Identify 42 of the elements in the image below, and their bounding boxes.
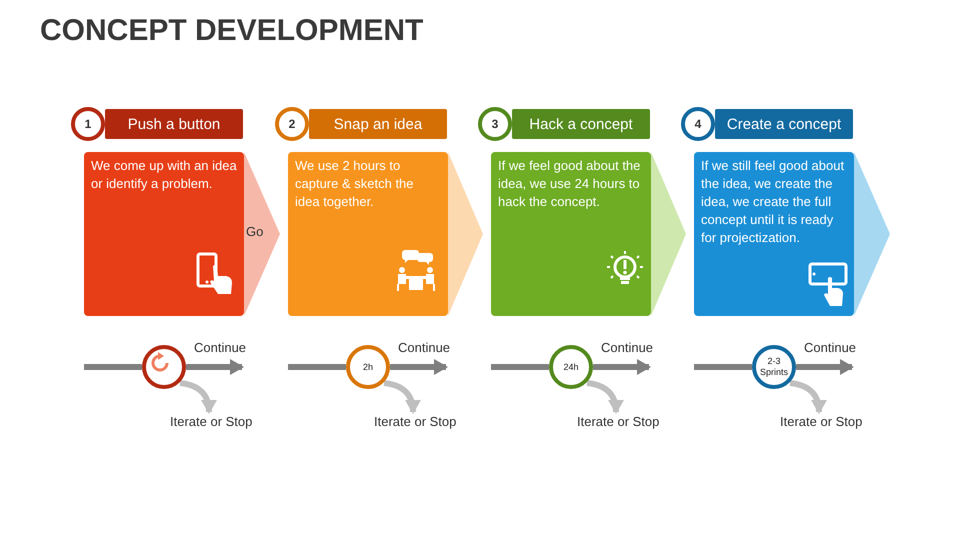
edge-label: Continue bbox=[398, 340, 450, 355]
step-description: If we still feel good about the idea, we create the idea, we create the full concept until it is ready for projectization. bbox=[701, 157, 846, 247]
duration-circle: 2h bbox=[346, 345, 390, 389]
step-title-banner: Create a concept bbox=[715, 109, 853, 139]
arrow bbox=[186, 359, 244, 375]
duration-circle bbox=[142, 345, 186, 389]
chevron-arrow bbox=[854, 152, 890, 316]
edge-label: Continue bbox=[601, 340, 654, 355]
arrow bbox=[384, 380, 420, 414]
chevron-arrow bbox=[651, 152, 686, 316]
step-card bbox=[84, 152, 244, 316]
chevron-arrow bbox=[244, 152, 280, 316]
arrow bbox=[796, 359, 854, 375]
edge-label: Iterate or Stop bbox=[780, 414, 862, 429]
step-card bbox=[491, 152, 651, 316]
edge-label: Iterate or Stop bbox=[374, 414, 456, 429]
arrow bbox=[180, 380, 216, 414]
duration-circle: 2-3 Sprints bbox=[752, 345, 796, 389]
arrow bbox=[790, 380, 826, 414]
step-number-circle: 4 bbox=[681, 107, 715, 141]
step-number-circle: 2 bbox=[275, 107, 309, 141]
edge-label: Continue bbox=[194, 340, 246, 355]
arrow bbox=[586, 380, 624, 414]
chevron-arrow bbox=[448, 152, 483, 316]
step-title-banner: Push a button bbox=[105, 109, 243, 139]
edge-label: Iterate or Stop bbox=[170, 414, 252, 429]
step-title-banner: Hack a concept bbox=[512, 109, 650, 139]
step-description: If we feel good about the idea, we use 24 hours to hack the concept. bbox=[498, 157, 642, 211]
step-card bbox=[288, 152, 448, 316]
edge-label: Iterate or Stop bbox=[577, 414, 660, 429]
step-number-circle: 3 bbox=[478, 107, 512, 141]
step-card bbox=[694, 152, 854, 316]
arrow bbox=[390, 359, 448, 375]
arrow bbox=[593, 359, 651, 375]
page-title: CONCEPT DEVELOPMENT bbox=[40, 14, 424, 48]
edge-label: Go bbox=[246, 224, 264, 239]
step-number-circle: 1 bbox=[71, 107, 105, 141]
step-title-banner: Snap an idea bbox=[309, 109, 447, 139]
step-description: We use 2 hours to capture & sketch the idea together. bbox=[295, 157, 415, 211]
duration-circle: 24h bbox=[549, 345, 593, 389]
step-description: We come up with an idea or identify a problem. bbox=[91, 157, 237, 193]
edge-label: Continue bbox=[804, 340, 856, 355]
